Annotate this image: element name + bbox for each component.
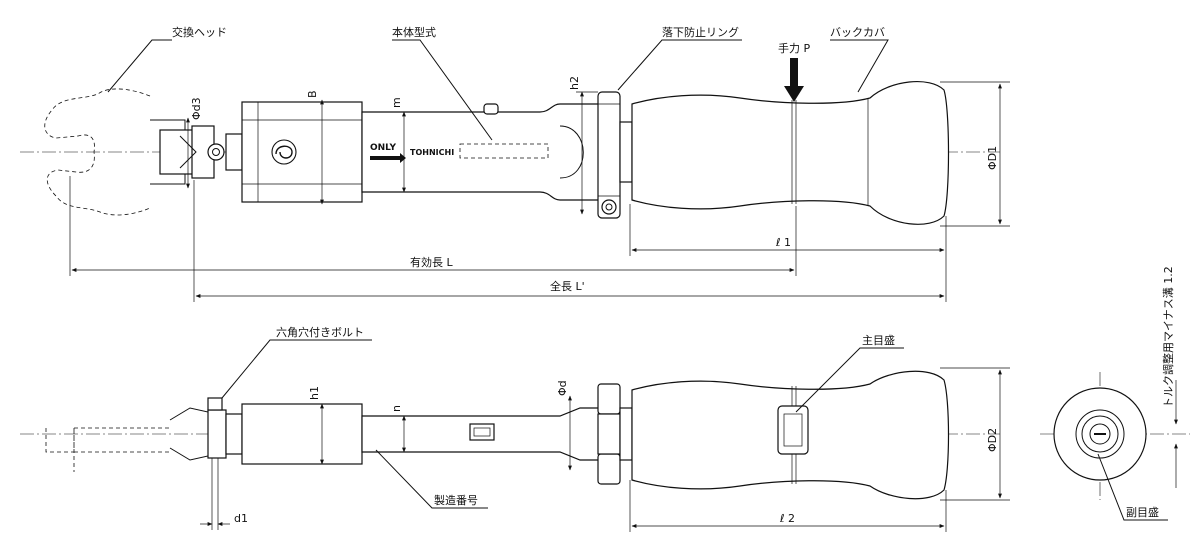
- side-head-collar: [225, 413, 243, 455]
- serial-window-top: [459, 143, 549, 159]
- shaft-knob: [483, 103, 499, 115]
- label-b: B: [306, 90, 319, 98]
- side-ring-bottom: [597, 453, 621, 485]
- grip-collar: [619, 121, 633, 183]
- brand-text: TOHNICHI: [410, 148, 454, 157]
- label-torque-groove: トルク調整用マイナス溝 1.2: [1161, 266, 1175, 408]
- head-pin-inner: [212, 148, 220, 156]
- only-text: ONLY: [370, 143, 397, 153]
- label-h1: h1: [308, 386, 321, 400]
- leader-drop-ring: [617, 39, 742, 91]
- label-main-scale: 主目盛: [862, 333, 895, 347]
- spanner-outline: [44, 88, 151, 216]
- label-effective-length: 有効長 L: [410, 255, 453, 269]
- shaft-body: [361, 103, 601, 201]
- head-pin-outer: [207, 143, 225, 161]
- side-head-hidden: [45, 427, 170, 472]
- leader-sub-scale: [1097, 453, 1168, 521]
- tohnichi-logo-icon: [271, 139, 297, 165]
- end-view: トルク調整用マイナス溝 1.2 副目盛: [1040, 266, 1190, 521]
- leader-serial: [375, 449, 488, 509]
- cylinder-block: [241, 101, 363, 203]
- main-scale-inner: [783, 413, 803, 447]
- only-arrow-icon: [370, 153, 406, 163]
- label-phi-d1: ΦD1: [986, 146, 999, 170]
- force-arrow-icon: [784, 58, 804, 102]
- side-view: 六角穴付きボルト 主目盛 製造番号 h1 n Φd ΦD2 d1 ℓ 2: [20, 325, 1010, 532]
- label-drop-ring: 落下防止リング: [662, 25, 739, 39]
- head-block: [159, 129, 195, 175]
- grip-body: [631, 80, 950, 225]
- serial-plate-inner: [473, 427, 491, 437]
- label-m: m: [390, 97, 403, 108]
- label-phi-d3: Φd3: [190, 97, 203, 120]
- side-ring-top: [597, 383, 621, 415]
- leader-back-cover: [830, 39, 889, 93]
- side-ring-mid: [597, 413, 621, 455]
- side-grip-collar: [619, 407, 633, 461]
- label-back-cover: バックカバ: [830, 26, 885, 39]
- label-exchange-head: 交換ヘッド: [172, 25, 227, 39]
- label-l2: ℓ 2: [779, 512, 795, 525]
- drop-ring: [597, 91, 621, 219]
- end-hub: [1089, 423, 1111, 445]
- label-l1: ℓ 1: [775, 236, 791, 249]
- side-head-block: [207, 409, 227, 459]
- leader-body-model: [392, 39, 493, 141]
- label-h2: h2: [568, 76, 581, 90]
- label-phi-d: Φd: [556, 380, 569, 396]
- sub-scale-ring: [1081, 415, 1119, 453]
- label-body-model: 本体型式: [392, 25, 436, 39]
- top-view: ONLY TOHNICHI 手力 P 交換ヘッド 本体型式 落下防止リング バッ…: [20, 25, 1010, 302]
- drop-ring-bolt-inner: [605, 203, 613, 211]
- leader-hex-bolt: [221, 339, 372, 399]
- label-sub-scale: 副目盛: [1126, 505, 1159, 519]
- hex-bolt-head: [207, 397, 223, 411]
- label-phi-d2: ΦD2: [986, 428, 999, 452]
- force-label: 手力 P: [778, 41, 810, 55]
- main-scale-window: [777, 405, 809, 455]
- label-hex-bolt: 六角穴付きボルト: [276, 325, 364, 339]
- label-d1: d1: [234, 512, 248, 525]
- head-collar: [225, 133, 243, 171]
- serial-plate: [469, 423, 495, 441]
- drop-ring-bolt: [601, 199, 617, 215]
- label-serial: 製造番号: [434, 493, 478, 507]
- side-cylinder: [241, 403, 363, 465]
- head-wedge: [179, 135, 197, 169]
- leader-main-scale: [795, 347, 904, 413]
- leader-exchange-head: [107, 39, 172, 93]
- label-n: n: [390, 405, 403, 412]
- label-total-length: 全長 L': [550, 279, 585, 293]
